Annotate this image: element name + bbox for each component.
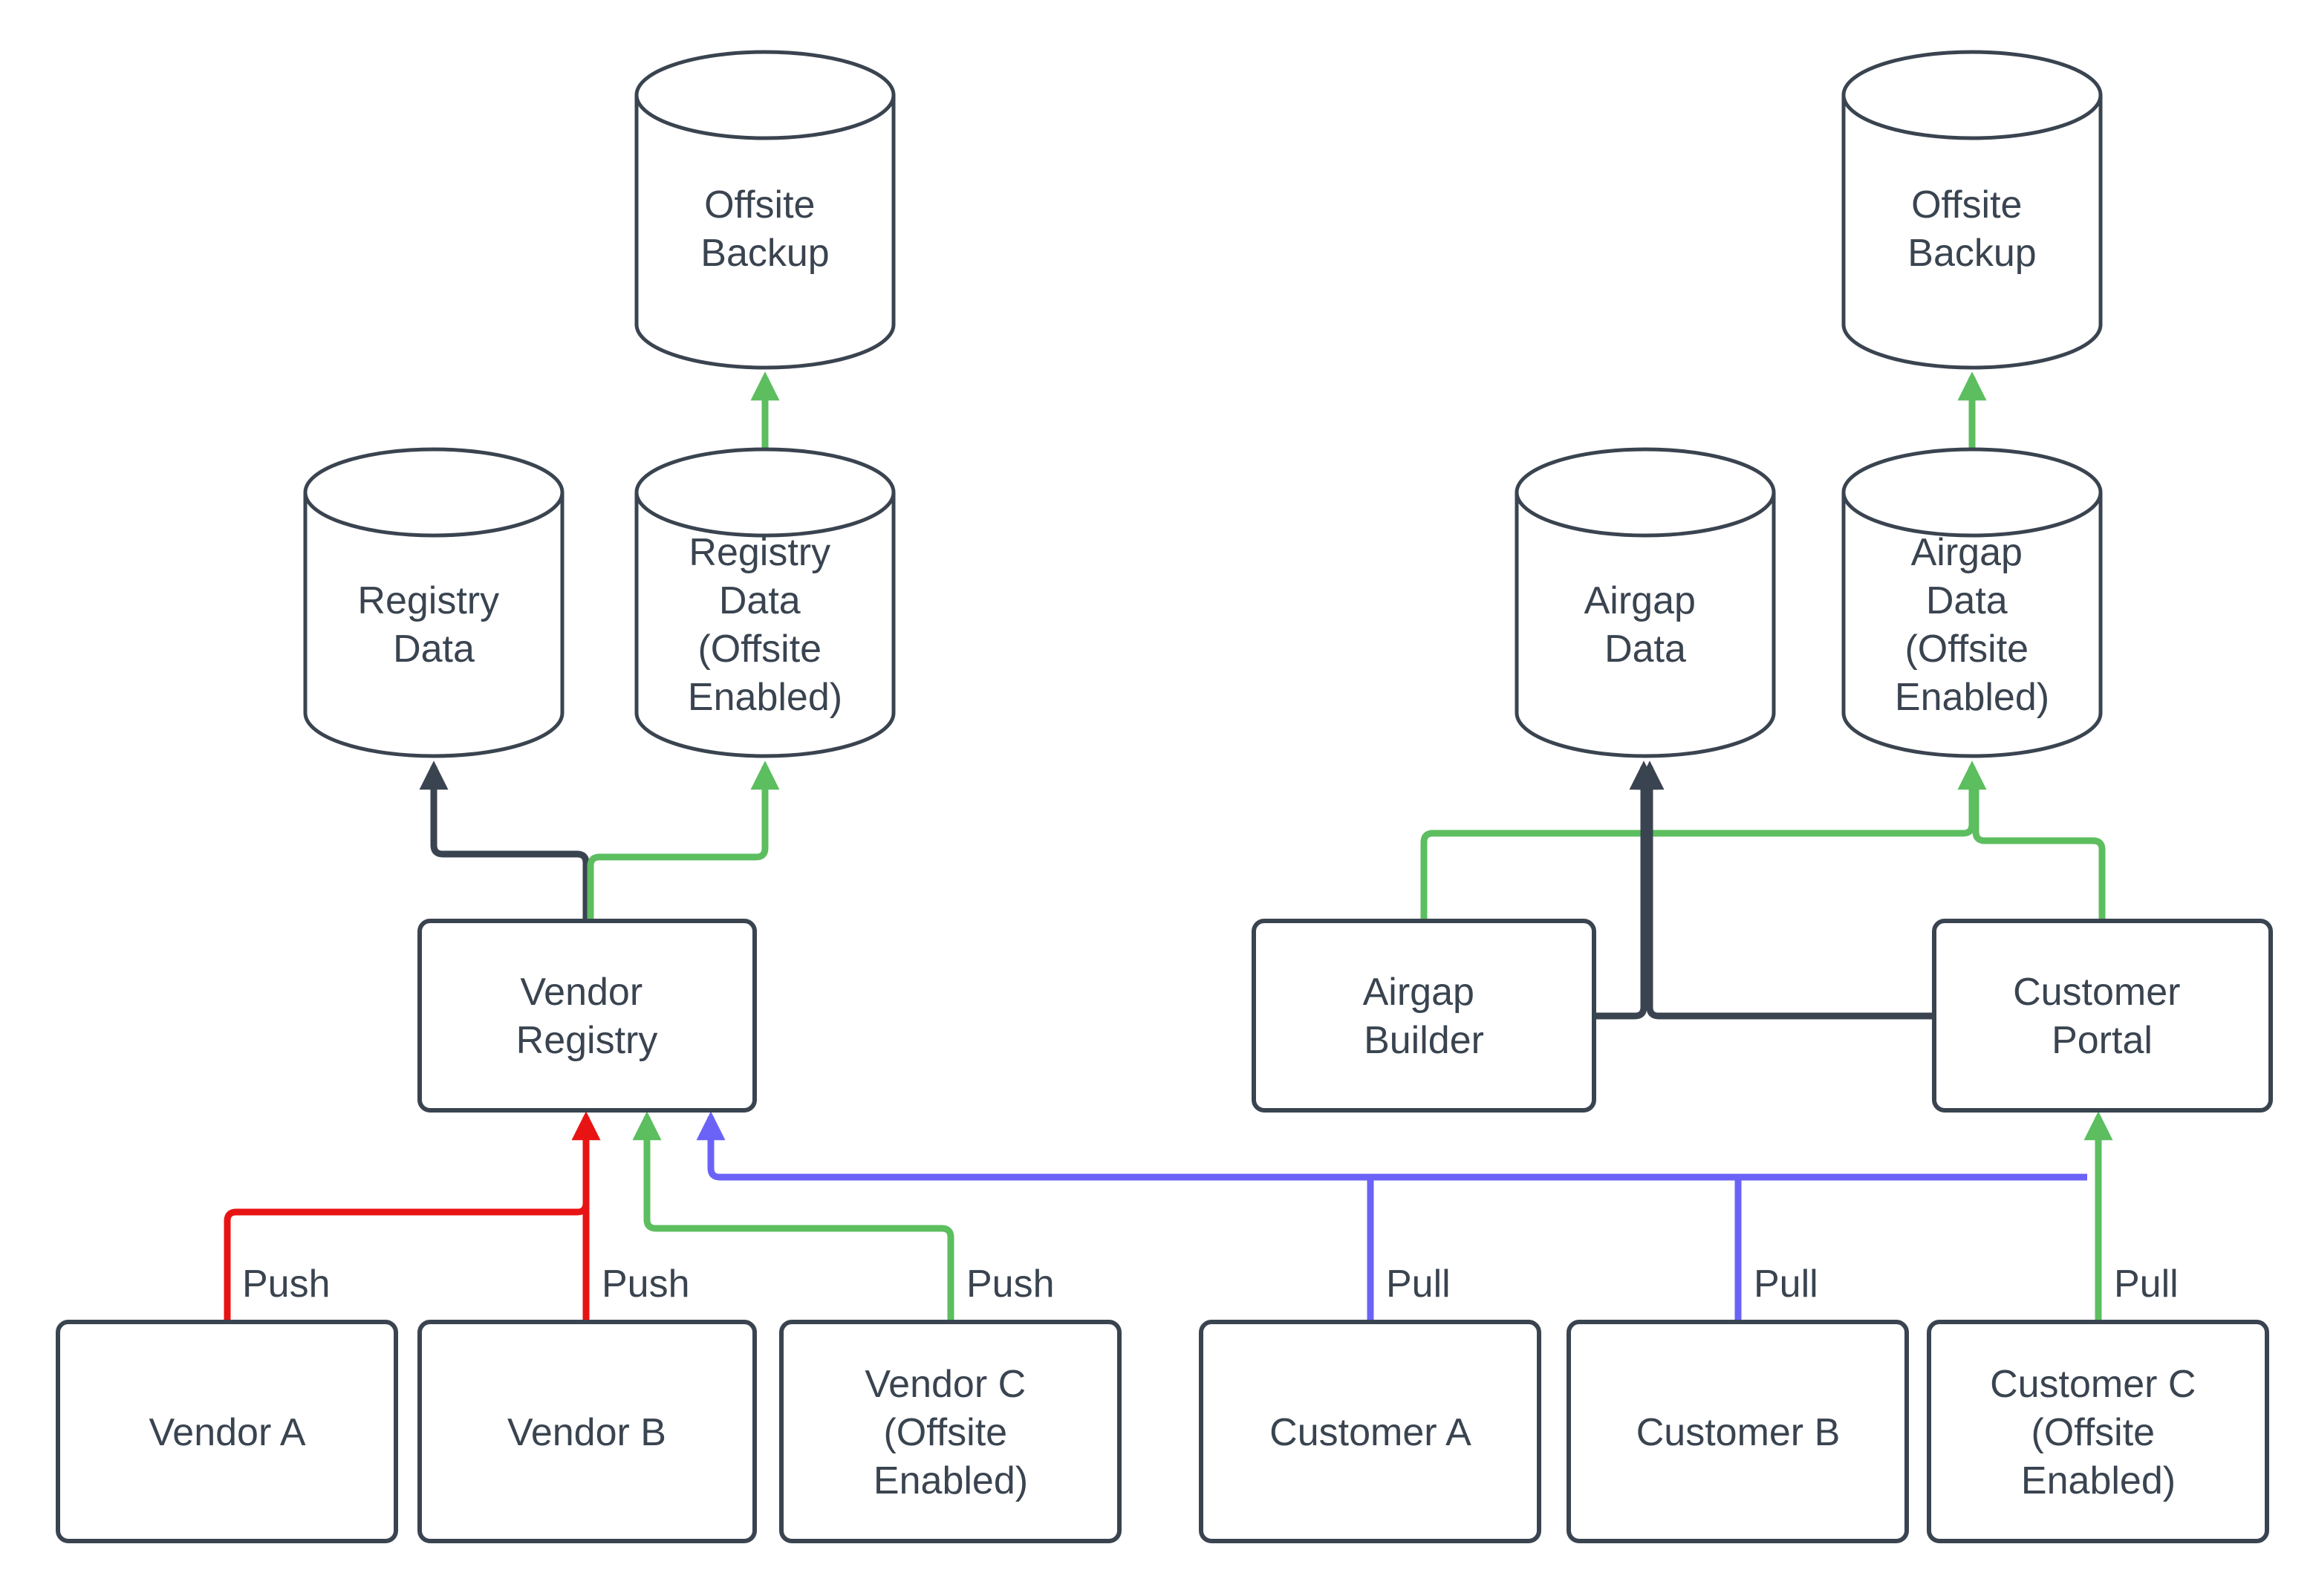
node-vendor-registry: Vendor Registry [417, 919, 757, 1113]
edge-registry-to-registry-data [419, 760, 590, 921]
node-registry-data: Registry Data [303, 447, 565, 758]
node-airgap-data-offsite: Airgap Data (Offsite Enabled) [1841, 447, 2103, 758]
node-label: Airgap Data (Offsite Enabled) [1895, 531, 2049, 719]
edge-portal-to-airgap-data-offsite [1972, 778, 2106, 921]
node-label: Vendor C (Offsite Enabled) [865, 1363, 1036, 1502]
node-offsite-backup-right: Offsite Backup [1841, 50, 2103, 370]
node-label: Customer B [1636, 1411, 1841, 1454]
edge-label-pull-customer-c: Pull [2114, 1263, 2179, 1306]
edge-vendor-c-push [632, 1111, 954, 1322]
node-label: Vendor A [149, 1411, 305, 1454]
node-customer-b: Customer B [1567, 1320, 1909, 1543]
node-label: Vendor Registry [516, 971, 658, 1062]
node-offsite-backup-left: Offsite Backup [634, 50, 896, 370]
node-customer-a: Customer A [1199, 1320, 1541, 1543]
node-airgap-builder: Airgap Builder [1252, 919, 1596, 1113]
node-vendor-c: Vendor C (Offsite Enabled) [779, 1320, 1122, 1543]
node-label: Registry Data (Offsite Enabled) [688, 531, 842, 719]
edge-label-pull-customer-a: Pull [1386, 1263, 1451, 1306]
node-label: Customer C (Offsite Enabled) [1990, 1363, 2207, 1502]
node-label: Offsite Backup [1907, 183, 2036, 275]
node-label: Offsite Backup [700, 183, 829, 275]
node-label: Customer A [1269, 1411, 1471, 1454]
node-customer-c: Customer C (Offsite Enabled) [1927, 1320, 2269, 1543]
edge-portal-to-airgap-data [1635, 760, 1934, 1020]
node-label: Vendor B [507, 1411, 666, 1454]
node-label: Airgap Data [1584, 579, 1707, 671]
edge-label-push-vendor-a: Push [242, 1263, 331, 1306]
edge-builder-to-airgap-data-offsite [1420, 760, 1987, 921]
node-vendor-a: Vendor A [56, 1320, 398, 1543]
edge-pull-trunk-to-registry [696, 1111, 2087, 1181]
node-registry-data-offsite: Registry Data (Offsite Enabled) [634, 447, 896, 758]
edge-label-pull-customer-b: Pull [1754, 1263, 1818, 1306]
node-label: Airgap Builder [1363, 971, 1486, 1062]
node-label: Registry Data [357, 579, 510, 671]
node-customer-portal: Customer Portal [1932, 919, 2273, 1113]
edge-label-push-vendor-b: Push [602, 1263, 690, 1306]
node-vendor-b: Vendor B [417, 1320, 757, 1543]
node-label: Customer Portal [2013, 971, 2191, 1062]
edge-label-push-vendor-c: Push [966, 1263, 1055, 1306]
node-airgap-data: Airgap Data [1515, 447, 1776, 758]
edge-registry-to-registry-data-offsite [587, 760, 780, 921]
edge-builder-to-airgap-data [1594, 760, 1659, 1020]
